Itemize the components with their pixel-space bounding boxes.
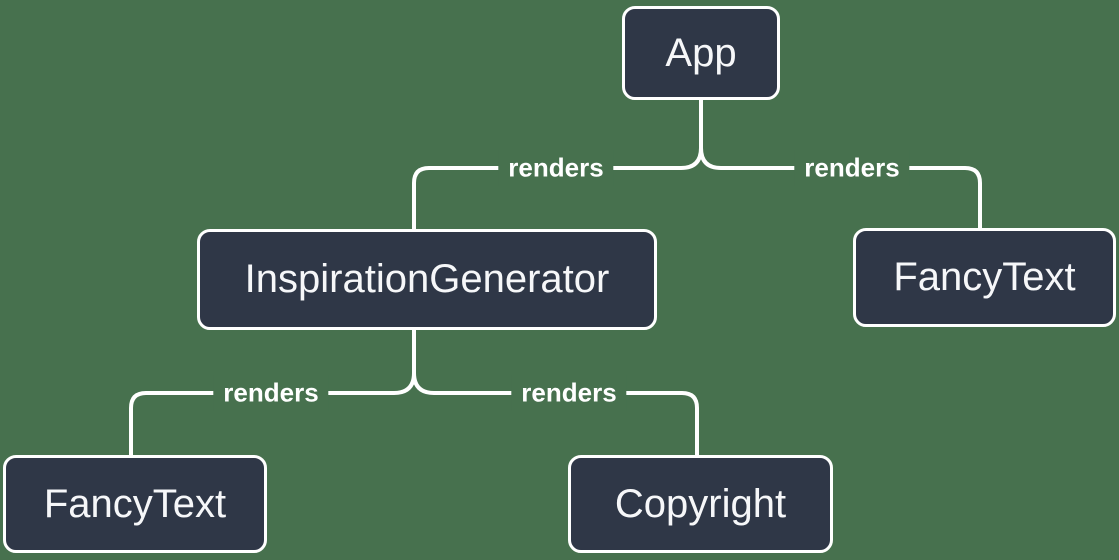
- edge-label-renders-app-fancytext: renders: [794, 149, 910, 187]
- node-fancy-text-bottom-label: FancyText: [43, 481, 227, 526]
- edge-label-renders-inspiration-fancytext: renders: [213, 374, 329, 412]
- edge-line-inspiration-generator-to-fancy-text: [129, 371, 416, 459]
- edge-line-app-to-inspiration-generator: [412, 146, 703, 233]
- node-app: App: [622, 6, 780, 100]
- edge-line-app-to-fancy-text: [699, 146, 982, 232]
- node-fancy-text-top-label: FancyText: [893, 255, 1076, 299]
- node-inspiration-generator-label: InspirationGenerator: [244, 257, 610, 301]
- node-fancy-text-bottom: FancyText: [3, 455, 267, 553]
- node-copyright-label: Copyright: [614, 481, 787, 526]
- edge-label-renders-inspiration-copyright: renders: [511, 374, 627, 412]
- edge-line-inspiration-generator-to-copyright: [412, 371, 699, 459]
- edge-label-renders-app-inspiration: renders: [498, 149, 614, 187]
- node-copyright: Copyright: [568, 455, 833, 553]
- node-fancy-text-top: FancyText: [853, 228, 1116, 327]
- node-inspiration-generator: InspirationGenerator: [197, 229, 657, 330]
- node-app-label: App: [665, 30, 737, 75]
